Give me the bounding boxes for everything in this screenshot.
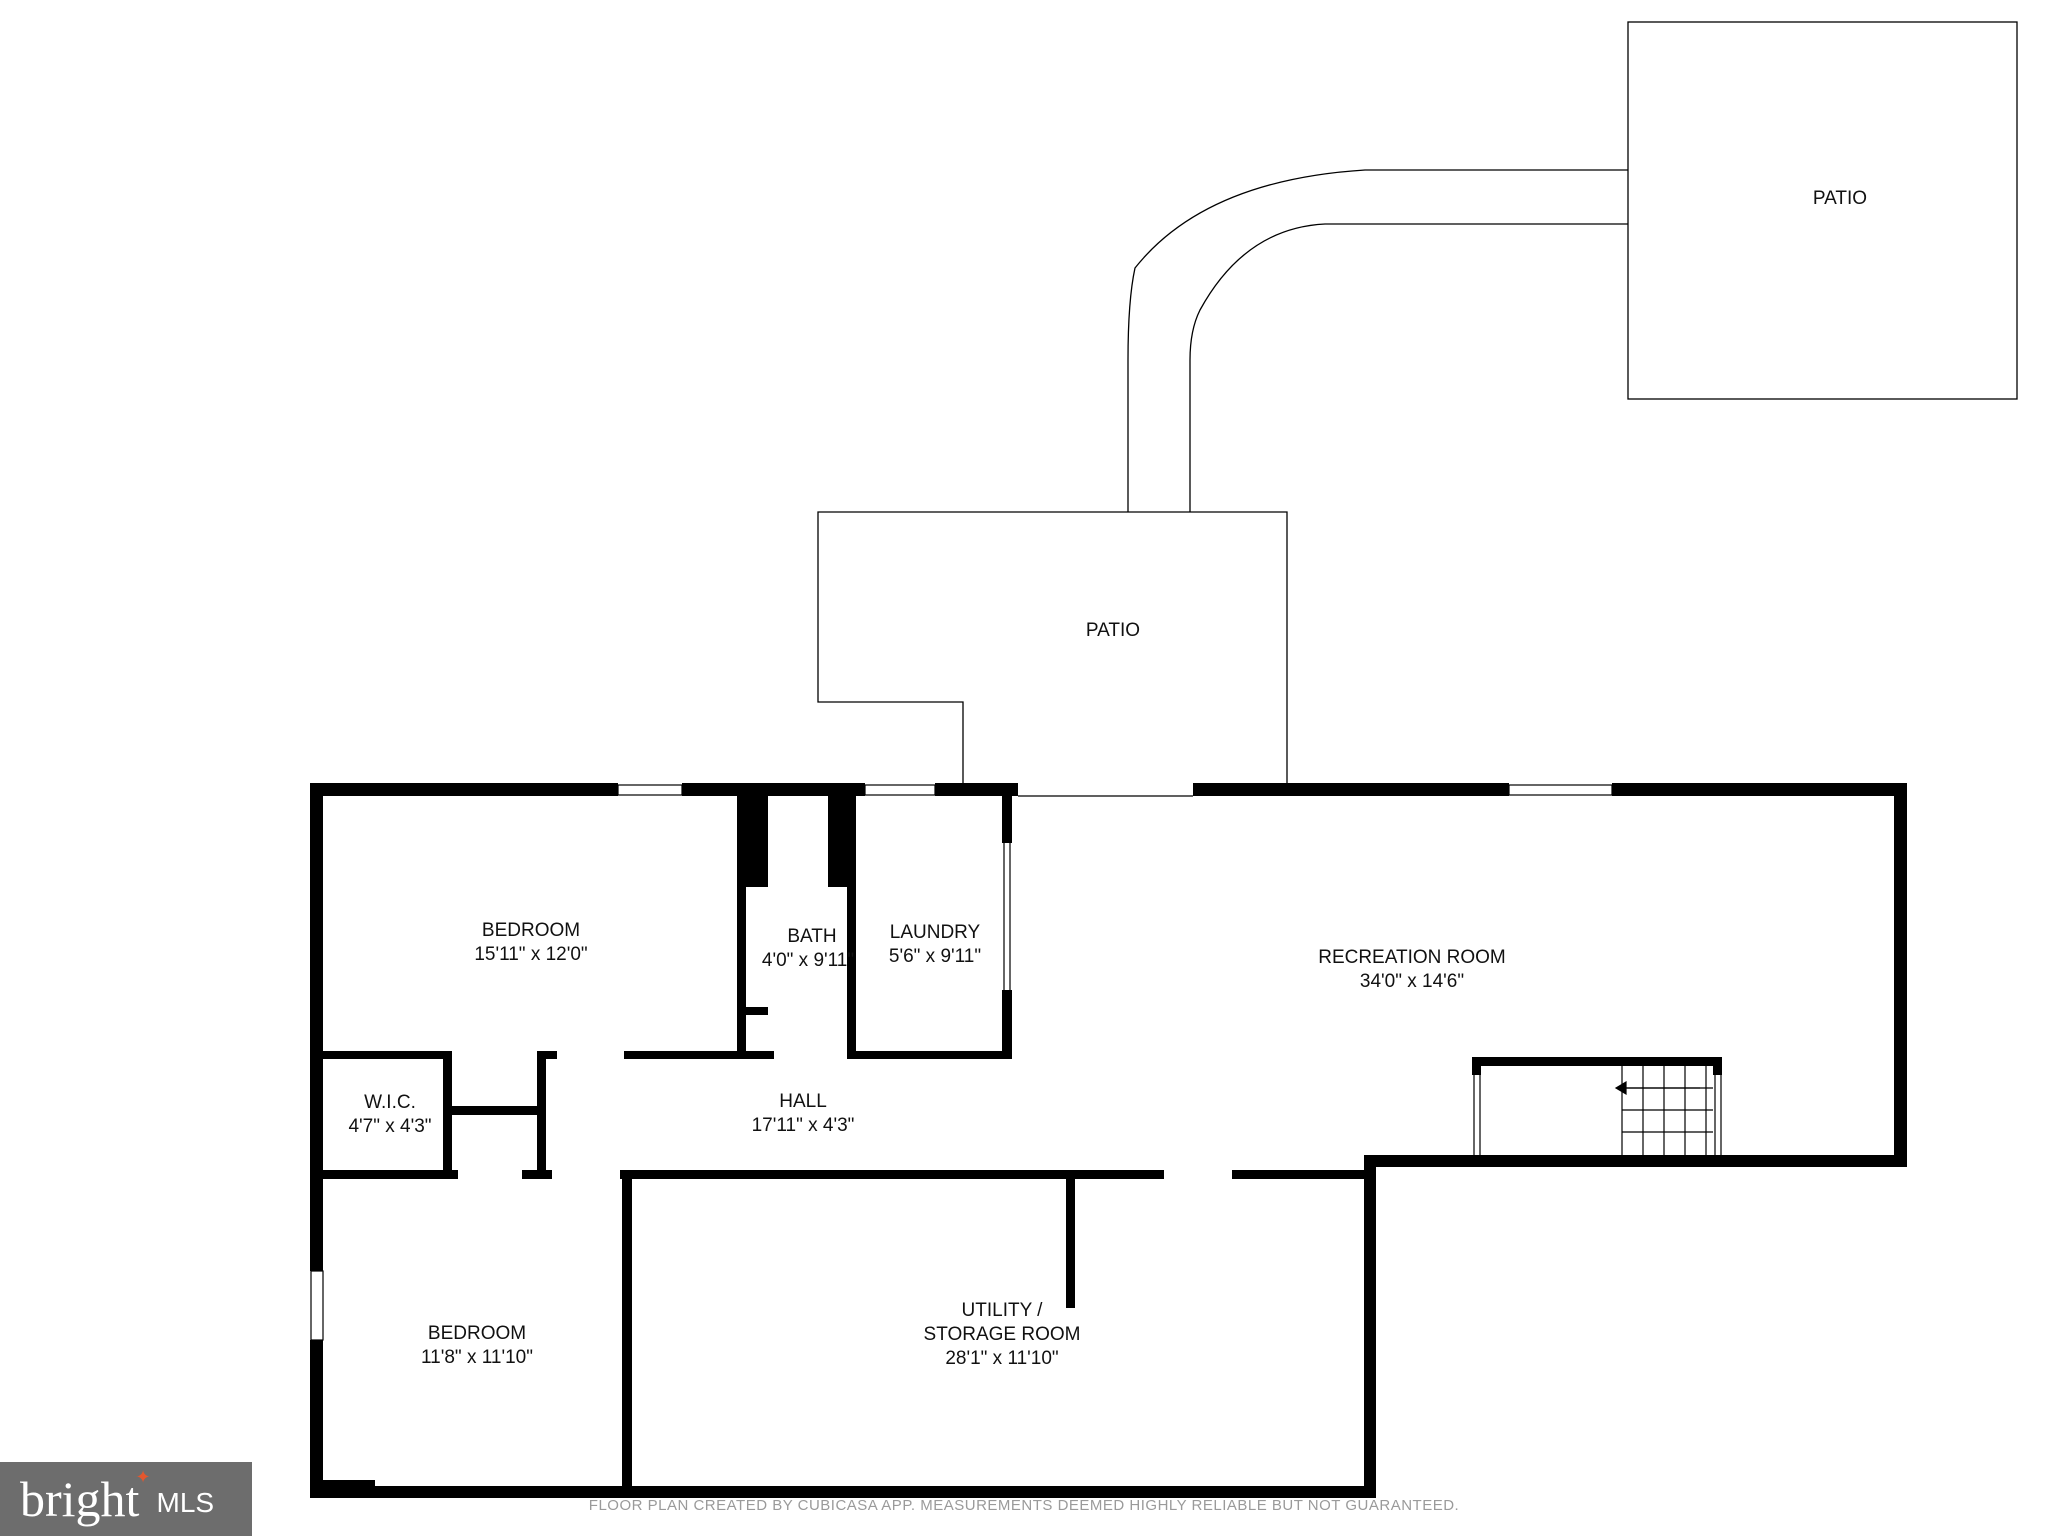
wall-bottom	[310, 1486, 1376, 1498]
laundry-dims: 5'6" x 9'11"	[889, 946, 981, 967]
walkway-inner-outline	[1189, 223, 1628, 512]
patio-mid-outline	[817, 511, 1288, 783]
wall-utility-stub	[1066, 1170, 1075, 1308]
mls-badge: bright ✦ MLS	[0, 1462, 252, 1536]
stairs	[1614, 1066, 1713, 1155]
wall-closet-right	[537, 1051, 546, 1175]
wall-bath-left-thick	[740, 783, 768, 887]
wall-stair-right	[1713, 1057, 1722, 1075]
bedroom-1-name: BEDROOM	[482, 920, 580, 941]
utility-name-line-1: UTILITY /	[962, 1300, 1044, 1321]
wall-left-lower	[310, 1340, 323, 1498]
wall-hall-bottom-4	[1232, 1170, 1372, 1179]
patio-mid-label: PATIO	[1086, 620, 1140, 641]
patio-outlines	[817, 21, 2018, 783]
wall-top-right	[1193, 783, 1509, 796]
bedroom-1-dims: 15'11" x 12'0"	[474, 944, 587, 965]
patio-top-outline	[1627, 21, 2018, 400]
wall-hall-top-4	[847, 1051, 1012, 1059]
wall-top-left	[310, 783, 618, 796]
wall-closet-mid	[443, 1106, 537, 1115]
utility-dims: 28'1" x 11'10"	[945, 1348, 1058, 1369]
wall-corner	[323, 1480, 375, 1490]
wall-hall-top-2	[537, 1051, 557, 1059]
wall-hall-top-3	[624, 1051, 774, 1059]
wall-hall-bottom-1	[310, 1170, 458, 1179]
window-recreation	[1508, 784, 1613, 796]
wall-top-mid	[682, 783, 865, 796]
recreation-dims: 34'0" x 14'6"	[1360, 971, 1464, 992]
openings	[310, 784, 1722, 1341]
wall-right	[1894, 783, 1907, 1167]
wall-hall-bottom-3	[620, 1170, 1164, 1179]
wall-laundry-right-top	[1002, 783, 1012, 843]
wall-hall-bottom-2	[522, 1170, 552, 1179]
wall-bath-nib	[746, 1007, 768, 1015]
bedroom-2-dims: 11'8" x 11'10"	[421, 1347, 533, 1368]
wall-bed2-utility	[622, 1170, 632, 1498]
recreation-name: RECREATION ROOM	[1318, 947, 1506, 968]
wall-stair-top	[1472, 1057, 1722, 1066]
wall-bath-laundry	[847, 783, 856, 1051]
hall-dims: 17'11" x 4'3"	[752, 1115, 855, 1136]
wall-step-h	[1364, 1155, 1907, 1167]
walls	[310, 783, 1907, 1498]
wall-left-upper	[310, 783, 323, 1271]
badge-mls: MLS	[156, 1487, 215, 1518]
wic-dims: 4'7" x 4'3"	[348, 1116, 431, 1137]
wall-top-mid2	[935, 783, 1018, 796]
laundry-name: LAUNDRY	[890, 922, 981, 943]
hall-name: HALL	[779, 1091, 827, 1112]
patio-top-label: PATIO	[1813, 188, 1867, 209]
walkway-outline	[1127, 169, 1628, 512]
badge-brand: bright	[20, 1471, 140, 1527]
window-bedroom-2	[310, 1270, 324, 1341]
bedroom-2-name: BEDROOM	[428, 1323, 526, 1344]
sparkle-icon: ✦	[135, 1466, 151, 1487]
utility-name-line-2: STORAGE ROOM	[924, 1324, 1081, 1345]
bath-name: BATH	[787, 926, 836, 947]
wall-step-v	[1364, 1155, 1376, 1498]
wall-top-right2	[1612, 783, 1906, 796]
wic-name: W.I.C.	[364, 1092, 416, 1113]
wall-stair-left	[1472, 1057, 1481, 1075]
window-bedroom-1	[617, 784, 683, 796]
wall-laundry-right	[1002, 990, 1012, 1051]
wall-bed-bath	[737, 783, 746, 1051]
disclaimer-footer: FLOOR PLAN CREATED BY CUBICASA APP. MEAS…	[588, 1497, 1460, 1514]
wall-hall-top-1	[310, 1051, 450, 1059]
bath-dims: 4'0" x 9'11"	[762, 950, 854, 971]
stair-arrow-head	[1614, 1080, 1627, 1096]
window-laundry	[864, 784, 936, 796]
